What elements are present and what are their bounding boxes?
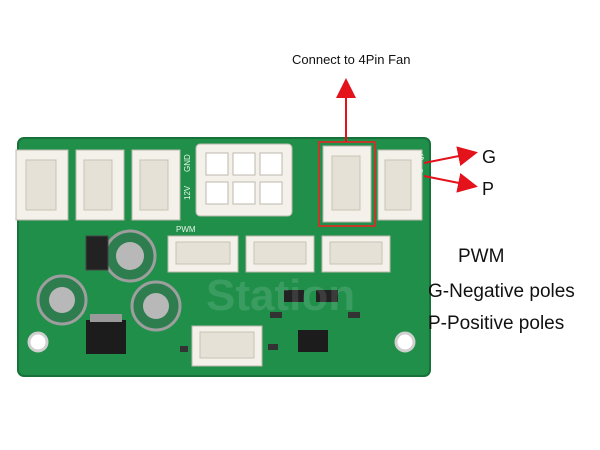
fan-connector [245,235,315,273]
fan-connector [321,235,391,273]
capacitor [103,229,157,283]
ic-chip [316,290,338,302]
resistor [180,346,188,352]
resistor [270,312,282,318]
silk-p: P [418,168,423,177]
mounting-hole [27,331,49,353]
p-arrow [423,173,478,193]
fan-connector [131,149,181,221]
legend-pwm: PWM [458,246,504,267]
inductor [85,235,109,271]
watermark-logo: Station [206,271,355,320]
fan-connector [167,235,239,273]
silk-gnd: GND [183,154,192,172]
fan-connector [15,149,69,221]
resistor [268,344,278,350]
silk-g: G [418,153,424,162]
connect-fan-label: Connect to 4Pin Fan [292,52,411,67]
legend-p-positive: P-Positive poles [428,313,564,334]
power-connector-6pin [195,143,293,217]
silk-pwm: PWM [176,225,196,234]
fan-connector-4pin-highlighted [318,141,376,227]
capacitor [36,274,88,326]
voltage-regulator [86,314,126,354]
silk-12v: 12V [183,185,192,200]
resistor [348,312,360,318]
ic-chip [284,290,304,302]
legend-g-negative: G-Negative poles [428,281,575,302]
fan-connector [191,325,263,367]
g-pin-label: G [482,147,496,167]
fan-connector [377,149,423,221]
capacitor [130,280,182,332]
g-arrow [423,146,478,166]
p-pin-label: P [482,179,494,199]
fan-connector [75,149,125,221]
mounting-hole [394,331,416,353]
ic-chip [298,330,328,352]
